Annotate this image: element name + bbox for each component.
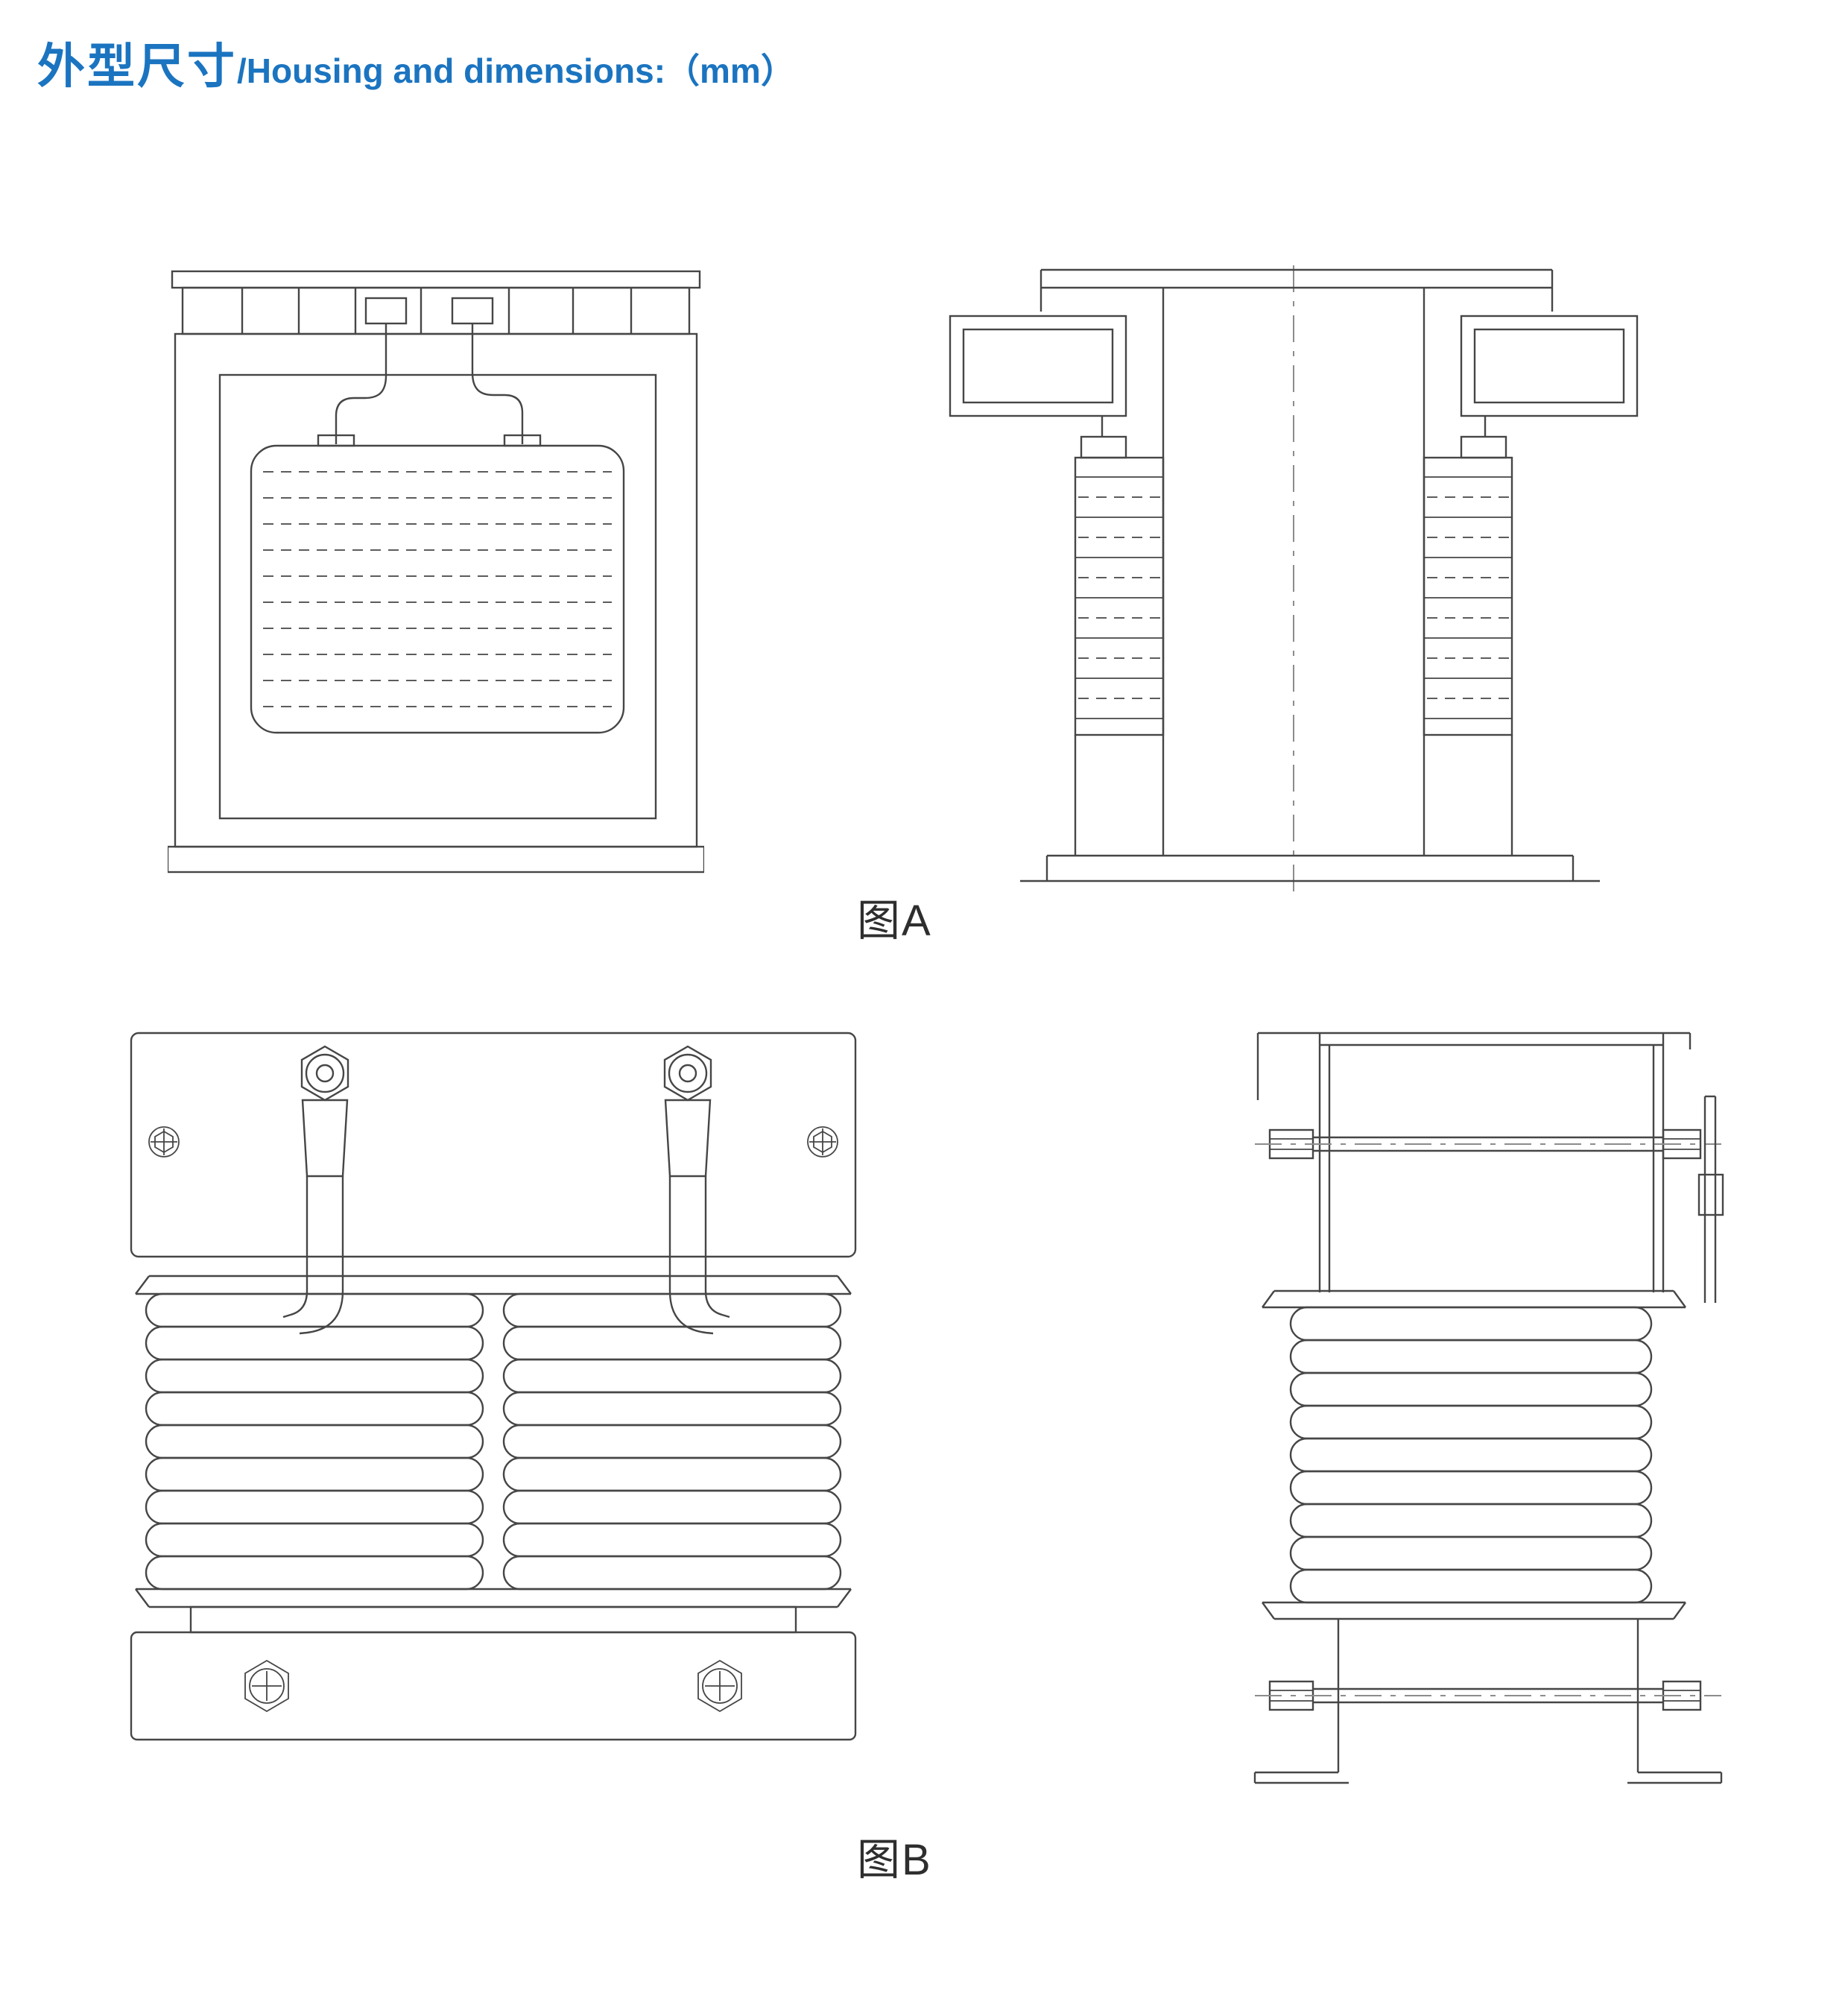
base-foot [168,845,704,874]
core-body [174,332,698,848]
cable-lug-right [663,1045,730,1335]
winding-left [1074,456,1165,736]
base-bolt-left [244,1659,289,1713]
figure-b-label: 图B [857,1836,932,1884]
figure-a-side-view [943,265,1677,903]
top-mounting-plate [1040,268,1554,312]
coil-bottom-flange [135,1588,852,1634]
coil-stack-right [502,1292,842,1591]
coil-stack-side [1289,1306,1653,1604]
page-title: 外型尺寸/Housing and dimensions:（mm） [37,28,795,97]
figure-a-label: 图A [857,897,932,945]
bottom-bracket [1253,1619,1723,1784]
figure-b-side-view [1249,1026,1727,1804]
figure-a-front-svg [168,270,704,874]
terminal-strap-right [1460,315,1639,459]
base-bracket [1020,735,1600,882]
figure-b-side-svg [1253,1032,1724,1784]
top-terminal-strip [171,270,701,335]
corner-screw-right [807,1126,838,1158]
coil-top-flange [135,1275,852,1295]
corner-screw-left [148,1126,180,1158]
figure-b-front-svg [130,1032,857,1741]
top-mounting-plate [130,1032,857,1258]
title-chinese: 外型尺寸 [37,40,237,93]
coil-bottom-flange-side [1262,1601,1686,1620]
coil-top-flange-side [1262,1289,1686,1309]
through-bolt-bottom [1255,1680,1721,1711]
terminal-strap-side [1697,1095,1724,1303]
title-english: /Housing and dimensions:（mm） [237,51,795,90]
winding-right [1423,456,1513,736]
cable-lug-left [282,1045,349,1335]
through-bolt-top [1255,1128,1721,1160]
base-bolt-right [697,1659,742,1713]
top-bracket [1256,1032,1692,1292]
figure-a-front-view [168,267,704,887]
base-plate [130,1631,857,1741]
figure-a-side-svg [949,265,1639,900]
lead-wires [317,323,542,447]
terminal-strap-left [949,315,1127,459]
figure-b-front-view [125,1030,863,1801]
coil-stack-left [145,1292,484,1591]
coil-winding [250,444,625,734]
